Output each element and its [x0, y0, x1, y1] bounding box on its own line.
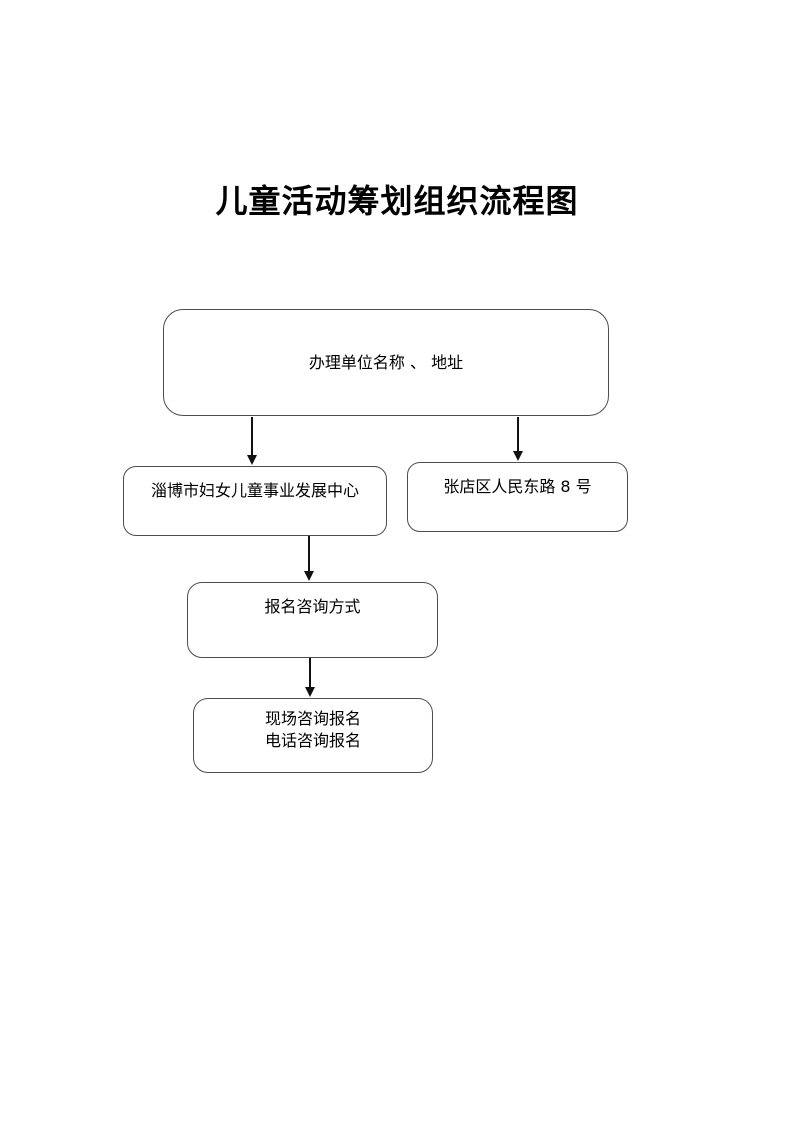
arrow-line	[308, 536, 310, 571]
arrow-head-icon	[304, 571, 314, 581]
flow-node-label-line2: 电话咨询报名	[264, 731, 361, 750]
arrow-line	[517, 417, 519, 451]
flow-node-consultation-channels: 现场咨询报名 电话咨询报名	[193, 698, 433, 773]
flow-node-label: 淄博市妇女儿童事业发展中心	[150, 481, 359, 500]
arrow-head-icon	[305, 687, 315, 697]
flow-node-registration-method: 报名咨询方式	[187, 582, 438, 658]
flow-node-address: 张店区人民东路 8 号	[407, 462, 628, 532]
flow-node-center-name: 淄博市妇女儿童事业发展中心	[123, 466, 387, 536]
arrow-line	[309, 658, 311, 687]
arrow-head-icon	[247, 455, 257, 465]
arrow-name-to-method	[304, 536, 315, 581]
flow-node-unit-name-address: 办理单位名称 、 地址	[163, 309, 609, 416]
arrow-top-to-name	[247, 417, 258, 465]
flow-node-label: 报名咨询方式	[264, 597, 361, 616]
arrow-method-to-channel	[305, 658, 316, 697]
flow-node-label-line1: 现场咨询报名	[264, 709, 361, 728]
flow-node-label: 办理单位名称 、 地址	[308, 352, 464, 372]
arrow-line	[251, 417, 253, 455]
arrow-top-to-address	[513, 417, 524, 461]
page-title: 儿童活动筹划组织流程图	[215, 182, 579, 220]
flow-node-label: 张店区人民东路 8 号	[443, 477, 592, 496]
arrow-head-icon	[513, 451, 523, 461]
